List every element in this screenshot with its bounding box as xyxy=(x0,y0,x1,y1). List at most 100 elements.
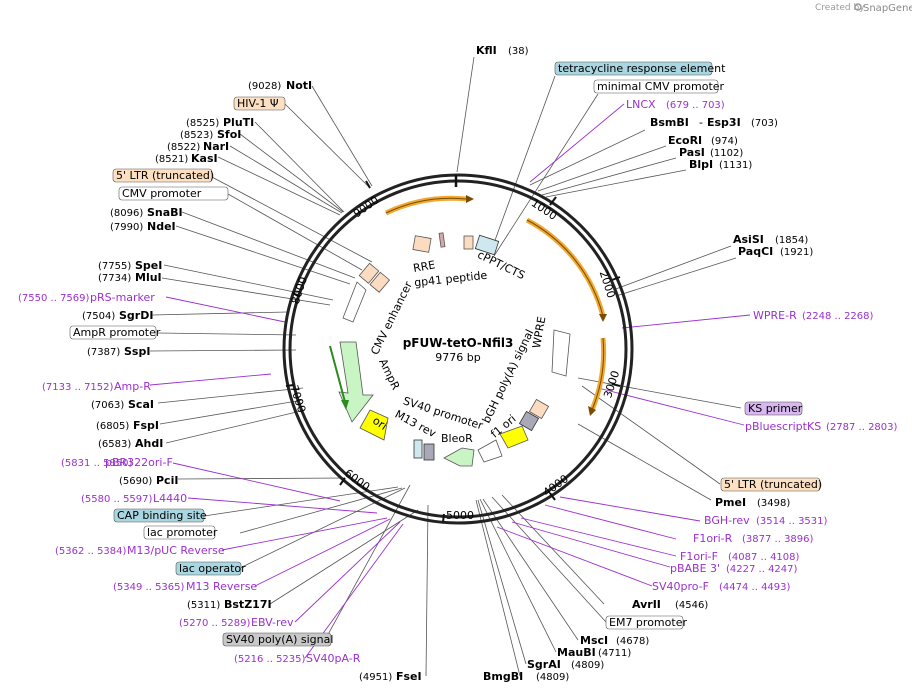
cmv-enhancer-features xyxy=(358,262,391,293)
site-avrii: AvrII xyxy=(632,598,661,611)
site-nari-pos: (8522) xyxy=(167,142,200,153)
ltr5b-label: 5' LTR (truncated) xyxy=(724,478,822,491)
em7-box xyxy=(605,615,684,630)
site-noti-pos: (9028) xyxy=(248,81,281,92)
cmv-enhancer-arrow xyxy=(342,281,367,323)
site-sgrdi: SgrDI xyxy=(119,309,153,322)
cppt-feature-b xyxy=(474,234,500,256)
primer-prsmarker-pos: (7550 .. 7569) xyxy=(18,293,90,304)
primer-f1orif-pos: (4087 .. 4108) xyxy=(728,552,800,563)
lacpro-label: lac promoter xyxy=(147,526,218,539)
sv40pa-label: SV40 poly(A) signal xyxy=(226,633,333,646)
site-sspi: SspI xyxy=(124,345,150,358)
site-msci-pos: (4678) xyxy=(616,636,649,647)
site-bmgbi-pos-shown: (4809) xyxy=(536,672,569,683)
mincmv-label: minimal CMV promoter xyxy=(597,80,725,93)
site-fspi-pos: (6805) xyxy=(96,421,129,432)
f1ori-arrow xyxy=(477,439,503,463)
site-kfli: KflI xyxy=(476,44,497,57)
primer-bghrev: BGH-rev xyxy=(704,514,750,527)
primer-ampf-pos: (7133 .. 7152) xyxy=(42,382,114,393)
site-bstz17i-pos: (5311) xyxy=(187,600,220,611)
backbone-outer xyxy=(282,173,634,525)
ori-arrow xyxy=(359,409,389,441)
cap-label: CAP binding site xyxy=(117,509,207,522)
site-fspi: FspI xyxy=(133,419,159,432)
site-bsmbi: BsmBI xyxy=(650,116,689,129)
cmvpro-label: CMV promoter xyxy=(122,187,202,200)
inner-features xyxy=(329,232,571,467)
site-mlui: MluI xyxy=(135,271,162,284)
primer-pbluescript: pBluescriptKS xyxy=(745,420,821,433)
site-nari: NarI xyxy=(203,140,229,153)
primer-m13puc-pos: (5362 .. 5384) xyxy=(55,546,127,557)
site-bmgbi: BmgBI xyxy=(483,670,523,683)
site-sgrdi-pos: (7504) xyxy=(82,311,115,322)
sv40pa-box xyxy=(222,632,332,647)
primer-lncx-pos: (679 .. 703) xyxy=(666,100,725,111)
site-pmei: PmeI xyxy=(715,496,746,509)
site-snabi: SnaBI xyxy=(147,206,183,219)
lacop-label: lac operator xyxy=(179,562,246,575)
site-scai: ScaI xyxy=(128,398,154,411)
em7-arrow xyxy=(499,425,529,449)
primer-sv40par: SV40pA-R xyxy=(306,652,361,665)
primer-bghrev-pos: (3514 .. 3531) xyxy=(756,516,828,527)
site-msci: MscI xyxy=(580,634,608,647)
primer-m13puc: M13/pUC Reverse xyxy=(127,544,225,557)
sv40pro-feature xyxy=(423,443,435,461)
bleor-arrow xyxy=(443,447,475,467)
site-fsei-pos: (4951) xyxy=(359,672,392,683)
site-snabi-pos: (8096) xyxy=(110,208,143,219)
primer-prsmarker: pRS-marker xyxy=(90,291,155,304)
site-ahdi-pos: (6583) xyxy=(98,439,131,450)
lacop-box xyxy=(175,561,242,576)
ring-ticks xyxy=(285,180,621,523)
primer-sv40prof-pos: (4474 .. 4493) xyxy=(719,582,791,593)
amprpro-label: AmpR promoter xyxy=(73,326,161,339)
site-ndei-pos: (7990) xyxy=(110,222,143,233)
site-sspi-pos: (7387) xyxy=(87,347,120,358)
primer-pbr322: pBR322ori-F xyxy=(105,456,173,469)
ampr-arrow xyxy=(338,341,374,423)
primer-wprer: WPRE-R xyxy=(753,309,797,322)
primer-wprer-pos: (2248 .. 2268) xyxy=(802,311,874,322)
tre-box xyxy=(554,61,713,76)
primer-l4440-pos: (5580 .. 5597) xyxy=(81,494,153,505)
ks-box xyxy=(744,401,803,416)
primer-ampf: Amp-R xyxy=(114,380,151,393)
sv40pa-feature xyxy=(518,410,540,432)
site-sgrai-pos: (4809) xyxy=(571,660,604,671)
site-bsmbi-sep: - xyxy=(699,116,703,129)
gp41-feature xyxy=(438,232,446,248)
primer-f1orir: F1ori-R xyxy=(693,532,733,545)
site-avrii-pos: (4546) xyxy=(675,600,708,611)
credit-prefix: Created by xyxy=(815,3,865,13)
lacpro-box xyxy=(143,525,216,540)
m13rev-feature xyxy=(413,439,423,459)
ampr-strand xyxy=(329,345,346,403)
site-ecori-pos: (974) xyxy=(711,136,738,147)
tick-9000: 9000 xyxy=(351,193,381,220)
ltr5a-box xyxy=(112,168,213,183)
cppt-feature-a xyxy=(463,235,474,250)
site-pasi: PasI xyxy=(679,146,705,159)
site-spei: SpeI xyxy=(135,259,162,272)
site-esp3i: Esp3I xyxy=(707,116,741,129)
site-blpi-pos: (1131) xyxy=(719,160,752,171)
site-maubi: MauBI xyxy=(557,646,596,659)
site-fsei: FseI xyxy=(396,670,422,683)
site-paqci: PaqCI xyxy=(738,245,773,258)
ks-label: KS primer xyxy=(748,402,803,415)
ltr5b-box xyxy=(720,477,821,492)
site-scai-pos: (7063) xyxy=(91,400,124,411)
snapgene-logo-icon xyxy=(854,3,862,11)
tick-5000: 5000 xyxy=(446,509,474,522)
amprpro-box xyxy=(69,325,157,340)
site-pcii: PciI xyxy=(156,474,178,487)
site-bsmbi-pos: (703) xyxy=(751,118,778,129)
backbone-inner xyxy=(288,179,628,519)
site-sgrai: SgrAI xyxy=(527,658,561,671)
primer-l4440: L4440 xyxy=(153,492,187,505)
site-pasi-pos: (1102) xyxy=(710,148,743,159)
